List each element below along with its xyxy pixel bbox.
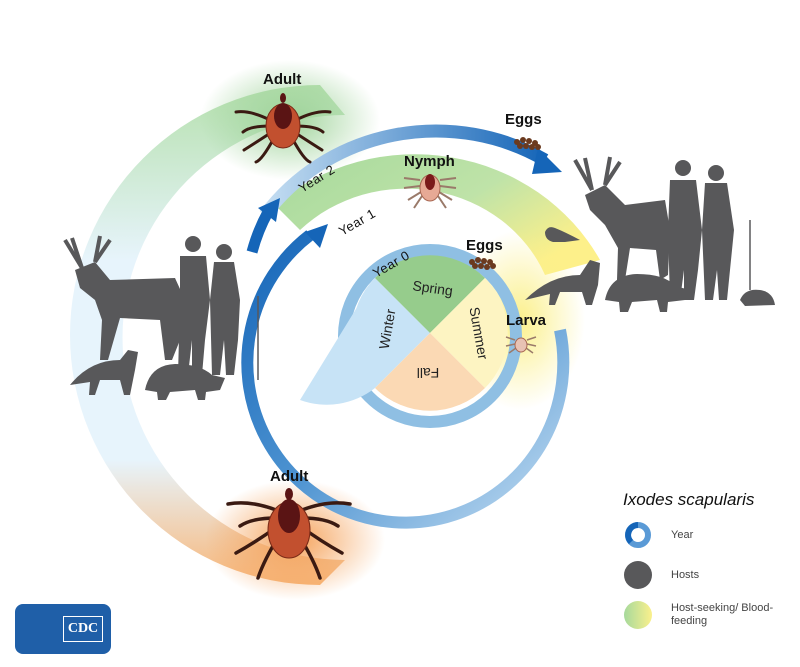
year-ring-icon: [625, 522, 651, 548]
cdc-logo: CDC: [15, 604, 111, 654]
legend-item-hosts: Hosts: [615, 560, 795, 590]
legend-label-feeding: Host-seeking/ Blood-feeding: [671, 602, 774, 627]
man-icon-right: [668, 160, 702, 300]
stage-label-eggs-inner: Eggs: [466, 237, 503, 254]
woman-icon-left: [210, 244, 259, 380]
eggs-icon-outer: [514, 137, 541, 150]
year1-label: Year 1: [336, 206, 378, 239]
woman-icon-right: [702, 165, 751, 300]
man-icon-left: [178, 236, 210, 375]
season-summer: [430, 278, 508, 388]
hosts-left: [63, 235, 259, 400]
legend: Ixodes scapularis Year Hosts Host-seekin…: [615, 490, 795, 640]
raccoon-icon-right: [605, 274, 690, 312]
year2-arrowhead-icon: [532, 148, 562, 174]
legend-item-year: Year: [615, 520, 795, 550]
season-label-spring: Spring: [412, 277, 454, 298]
deer-icon-right: [573, 156, 670, 280]
stage-label-larva: Larva: [506, 312, 547, 329]
stage-label-adult-bottom: Adult: [270, 468, 308, 485]
feeding-gradient-icon: [624, 601, 652, 629]
year2-arrow: [246, 124, 562, 254]
season-fall: [375, 333, 485, 411]
legend-title: Ixodes scapularis: [623, 490, 755, 509]
season-pie: Winter Spring Summer Fall: [300, 255, 508, 411]
raccoon-icon-left: [145, 364, 225, 400]
host-circle-icon: [624, 561, 652, 589]
stage-label-adult-top: Adult: [263, 71, 301, 88]
fox-icon-left: [70, 350, 138, 395]
hosts-right: [525, 156, 775, 312]
legend-item-feeding: Host-seeking/ Blood-feeding: [615, 600, 795, 630]
legend-label-year: Year: [671, 528, 694, 541]
adult-tick-icon-bottom: [226, 488, 352, 580]
eggs-icon-inner: [469, 257, 496, 270]
year1-arrowhead-icon: [305, 224, 328, 248]
season-label-winter: Winter: [376, 307, 399, 350]
year1-ring: [241, 224, 570, 529]
bird-icon-right: [545, 227, 580, 242]
season-spring: [375, 255, 485, 333]
deer-icon-left: [63, 235, 185, 360]
stage-label-nymph: Nymph: [404, 153, 455, 170]
nymph-tick-icon: [403, 174, 457, 209]
season-label-fall: Fall: [417, 365, 440, 381]
cdc-logo-text: CDC: [63, 616, 103, 642]
fox-icon-right: [525, 260, 600, 305]
adult-tick-icon-top: [234, 93, 332, 164]
legend-label-hosts: Hosts: [671, 568, 700, 581]
larva-tick-icon: [505, 336, 537, 354]
stage-label-eggs-outer: Eggs: [505, 111, 542, 128]
mouse-icon-right: [740, 289, 775, 306]
